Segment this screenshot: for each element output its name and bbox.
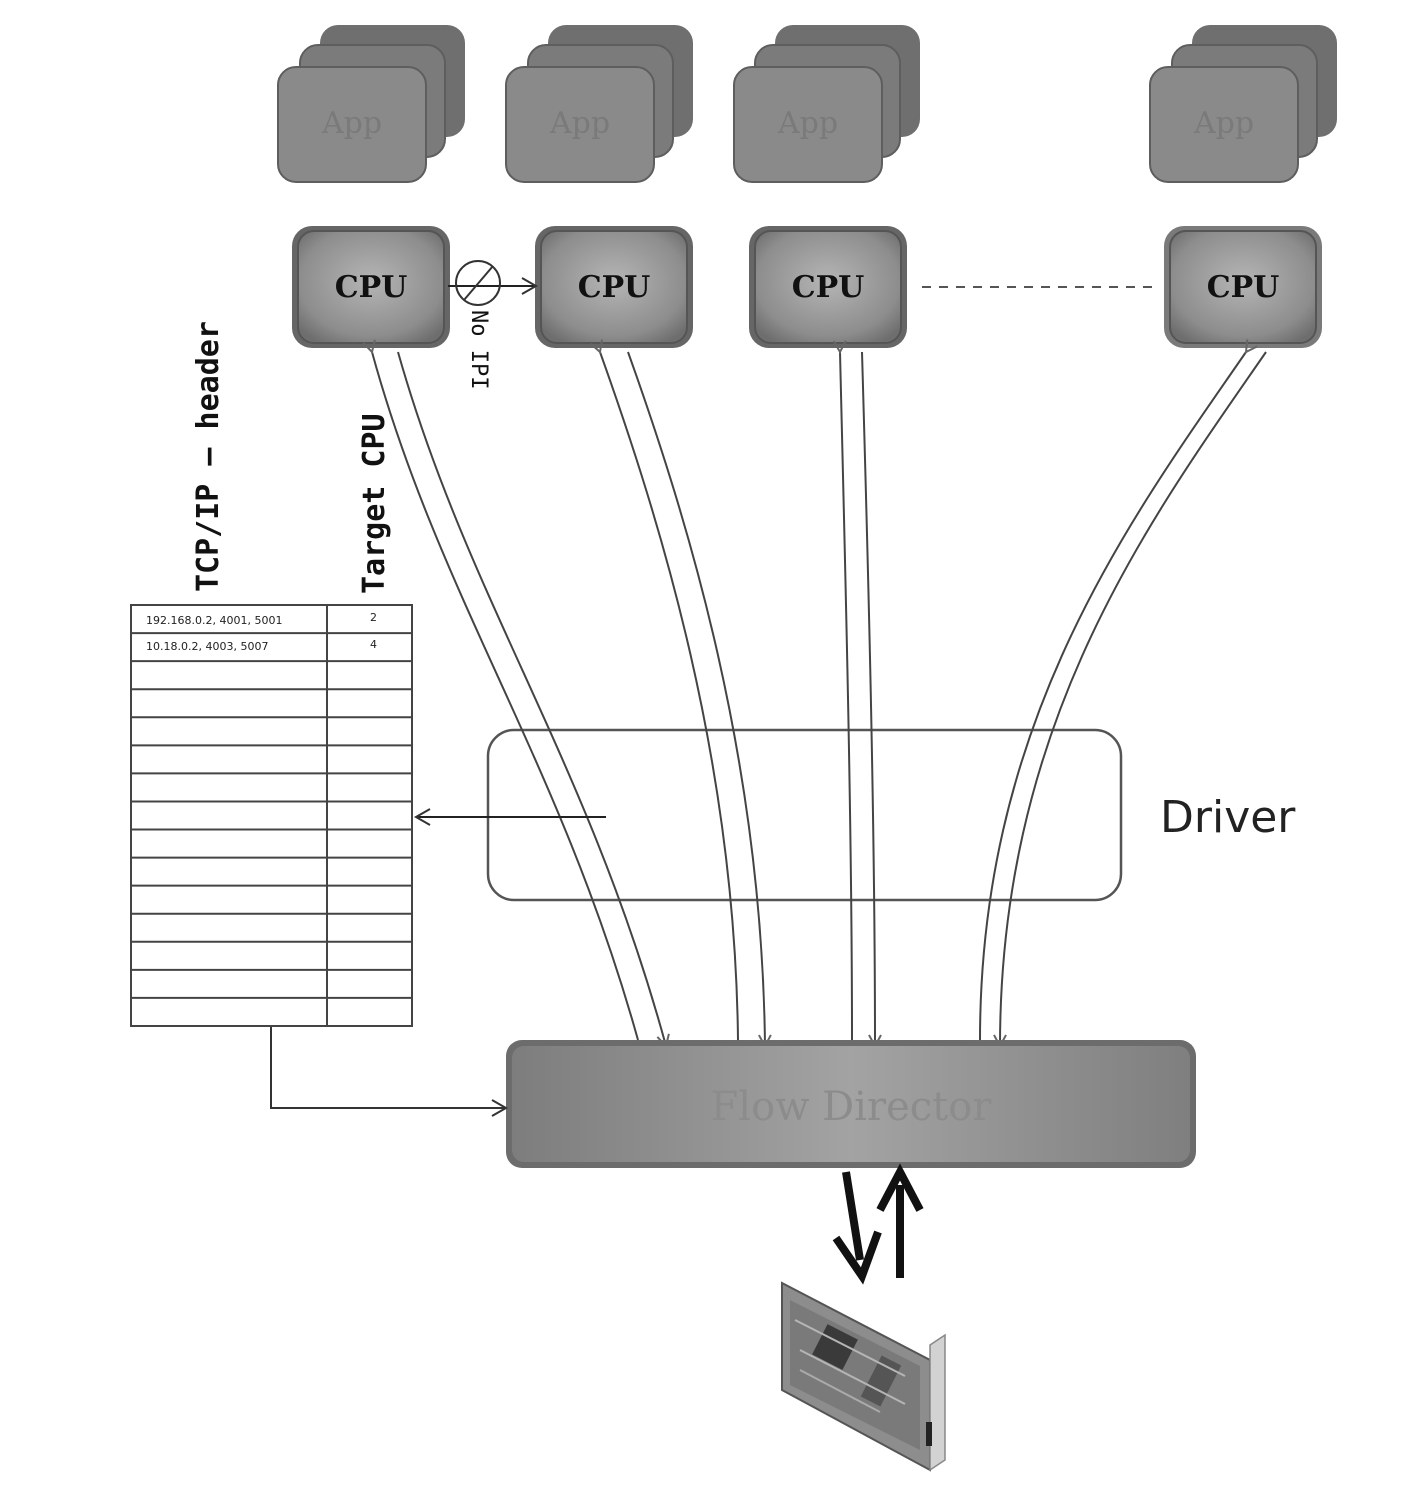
flow-director-box: Flow Director (506, 1040, 1196, 1168)
cpu-box-3: CPU (749, 226, 907, 348)
cpu-label: CPU (1207, 270, 1280, 305)
no-ipi-arrow (448, 260, 539, 306)
table-cell-cpu: 2 (370, 611, 377, 624)
cpu-label: CPU (792, 270, 865, 305)
flow-director-label: Flow Director (711, 1084, 993, 1130)
app-label: App (1193, 106, 1254, 141)
table-to-flow-director-arrow (270, 1026, 509, 1117)
table-cell-tuple: 10.18.0.2, 4003, 5007 (146, 640, 268, 653)
table-cell-cpu: 4 (370, 638, 377, 651)
cpu-flow-arrows (372, 352, 1267, 1046)
driver-label: Driver (1160, 792, 1296, 843)
cpu-label: CPU (335, 270, 408, 305)
table-header-target-cpu: Target CPU (357, 413, 392, 594)
no-ipi-label: No IPI (466, 310, 491, 389)
cpu-box-2: CPU (535, 226, 693, 348)
app-stack-2: App (505, 25, 693, 183)
app-label: App (549, 106, 610, 141)
cpu-label: CPU (578, 270, 651, 305)
nic-io-arrows (832, 1163, 924, 1285)
driver-box (486, 728, 1123, 902)
app-stack-1: App (277, 25, 465, 183)
table-header-tcpip: TCP/IP – header (191, 321, 226, 592)
app-label: App (777, 106, 838, 141)
app-stack-4: App (1149, 25, 1337, 183)
table-cell-tuple: 192.168.0.2, 4001, 5001 (146, 614, 282, 627)
app-label: App (321, 106, 382, 141)
cpu-box-4: CPU (1164, 226, 1322, 348)
network-card-icon (781, 1281, 946, 1472)
flow-table: 192.168.0.2, 4001, 5001 2 10.18.0.2, 400… (130, 604, 413, 1027)
app-stack-3: App (733, 25, 920, 183)
prohibited-icon (455, 260, 501, 306)
cpu-box-1: CPU (292, 226, 450, 348)
